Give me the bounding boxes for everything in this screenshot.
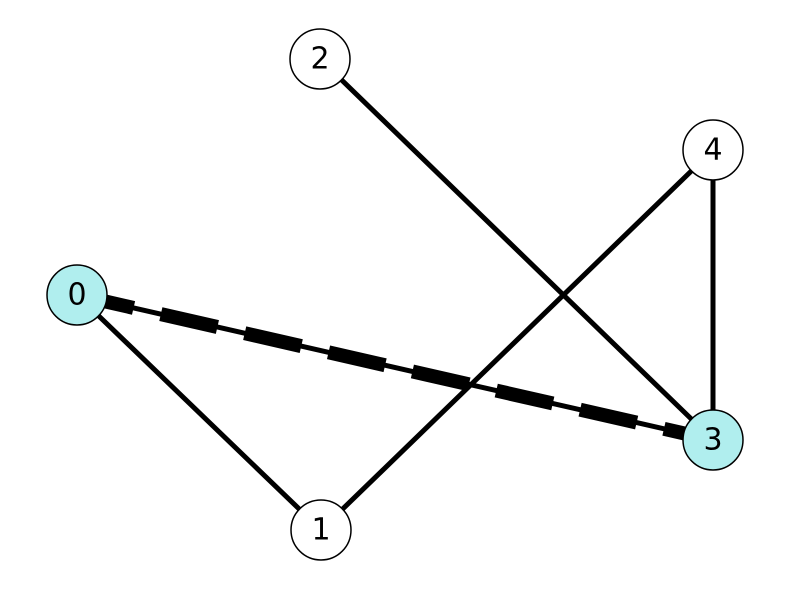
edges-layer: [75, 57, 716, 532]
node-label: 0: [67, 278, 86, 313]
node-circle: [290, 499, 352, 561]
node-2: 2: [289, 28, 351, 90]
edge-1-4: [319, 148, 715, 532]
node-label: 1: [311, 513, 330, 548]
edge-2-3: [318, 57, 715, 442]
node-4: 4: [682, 119, 744, 181]
edge-0-1: [75, 293, 323, 532]
node-0: 0: [46, 264, 108, 326]
node-3: 3: [682, 409, 744, 471]
node-circle: [682, 119, 744, 181]
node-label: 2: [310, 42, 329, 77]
nodes-layer: 0 1 2 3 4: [46, 28, 744, 561]
node-circle: [289, 28, 351, 90]
node-circle: [682, 409, 744, 471]
highlighted-edge-0-3: [75, 288, 715, 447]
node-label: 3: [703, 423, 722, 458]
node-label: 4: [703, 133, 722, 168]
node-1: 1: [290, 499, 352, 561]
node-circle: [46, 264, 108, 326]
highlighted-path-layer: [75, 288, 715, 447]
